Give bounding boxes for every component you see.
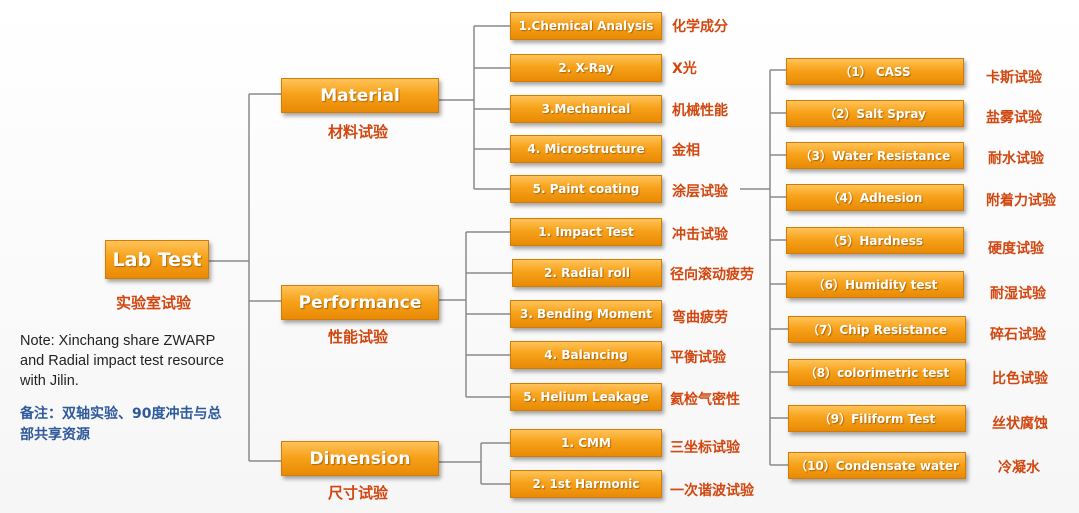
- coating-test-item: （4）Adhesion: [786, 184, 964, 211]
- coating-test-cn: 冷凝水: [998, 460, 1040, 476]
- dimension-item-cn: 一次谐波试验: [670, 483, 754, 499]
- coating-test-item: （6）Humidity test: [786, 271, 964, 298]
- coating-test-cn: 附着力试验: [986, 193, 1056, 209]
- coating-test-item: （5）Hardness: [786, 227, 964, 254]
- material-item-cn: 化学成分: [672, 19, 728, 35]
- material-item: 3.Mechanical: [510, 95, 662, 123]
- coating-test-label: （3）Water Resistance: [799, 149, 951, 163]
- dimension-item: 1. CMM: [510, 429, 662, 457]
- material-item: 1.Chemical Analysis: [510, 12, 662, 40]
- coating-test-item: （7）Chip Resistance: [788, 316, 966, 343]
- material-item-label: 3.Mechanical: [541, 102, 631, 116]
- performance-item-cn: 平衡试验: [670, 350, 726, 366]
- performance-item-label: 4. Balancing: [544, 348, 628, 362]
- dimension-label: Dimension: [309, 448, 411, 469]
- lab-test-cn-label: 实验室试验: [116, 294, 192, 312]
- dimension-item-label: 2. 1st Harmonic: [532, 477, 640, 491]
- material-item-label: 1.Chemical Analysis: [518, 19, 654, 33]
- coating-test-cn: 丝状腐蚀: [992, 416, 1048, 432]
- coating-test-label: （9）Filiform Test: [818, 412, 936, 426]
- coating-test-label: （2）Salt Spray: [824, 107, 926, 121]
- performance-item: 4. Balancing: [510, 341, 662, 369]
- coating-test-item: （1） CASS: [786, 58, 964, 85]
- coating-test-item: （3）Water Resistance: [786, 142, 964, 169]
- material-label: Material: [320, 85, 400, 106]
- performance-item-label: 5. Helium Leakage: [523, 390, 649, 404]
- dimension-item-label: 1. CMM: [561, 436, 611, 450]
- note-english: Note: Xinchang share ZWARP and Radial im…: [20, 333, 224, 389]
- performance-item: 3. Bending Moment: [510, 300, 662, 328]
- performance-item-cn: 冲击试验: [672, 227, 728, 243]
- coating-test-label: （8）colorimetric test: [804, 366, 950, 380]
- dimension-cn-label: 尺寸试验: [328, 484, 389, 502]
- material-item-cn: 机械性能: [672, 103, 728, 119]
- coating-test-label: （4）Adhesion: [827, 191, 923, 205]
- performance-item-label: 1. Impact Test: [538, 225, 634, 239]
- performance-item-cn: 氦检气密性: [670, 392, 740, 408]
- note-chinese: 备注：双轴实验、90度冲击与总部共享资源: [20, 406, 222, 443]
- material-item: 2. X-Ray: [510, 54, 662, 82]
- material-item: 4. Microstructure: [510, 135, 662, 163]
- performance-label: Performance: [298, 292, 422, 313]
- dimension-node: Dimension: [281, 441, 439, 476]
- performance-item-label: 2. Radial roll: [544, 266, 630, 280]
- performance-item-cn: 径向滚动疲劳: [670, 267, 754, 283]
- coating-test-label: （5）Hardness: [827, 234, 923, 248]
- coating-test-label: （6）Humidity test: [812, 278, 938, 292]
- coating-test-label: （10）Condensate water: [795, 459, 959, 473]
- performance-item: 5. Helium Leakage: [510, 383, 662, 411]
- coating-test-cn: 碎石试验: [990, 327, 1046, 343]
- coating-test-item: （8）colorimetric test: [788, 359, 966, 386]
- lab-test-label: Lab Test: [112, 248, 202, 271]
- coating-test-label: （1） CASS: [839, 65, 911, 79]
- coating-test-cn: 盐雾试验: [986, 110, 1042, 126]
- coating-test-cn: 硬度试验: [988, 241, 1044, 257]
- material-node: Material: [281, 78, 439, 113]
- material-item-cn: 金相: [672, 143, 700, 159]
- material-cn-label: 材料试验: [328, 123, 389, 141]
- dimension-item-cn: 三坐标试验: [670, 440, 740, 456]
- dimension-item: 2. 1st Harmonic: [510, 470, 662, 498]
- performance-item: 1. Impact Test: [510, 218, 662, 246]
- performance-item-label: 3. Bending Moment: [519, 307, 653, 321]
- material-item-cn: 涂层试验: [672, 184, 728, 200]
- material-item-label: 4. Microstructure: [527, 142, 645, 156]
- coating-test-cn: 卡斯试验: [986, 70, 1042, 86]
- coating-test-item: （9）Filiform Test: [788, 405, 966, 432]
- lab-test-node: Lab Test: [105, 240, 209, 279]
- coating-test-item: （2）Salt Spray: [786, 100, 964, 127]
- performance-node: Performance: [281, 285, 439, 320]
- material-item: 5. Paint coating: [510, 175, 662, 203]
- coating-test-label: （7）Chip Resistance: [807, 323, 947, 337]
- coating-test-cn: 耐湿试验: [990, 286, 1046, 302]
- material-item-label: 5. Paint coating: [532, 182, 640, 196]
- material-item-label: 2. X-Ray: [558, 61, 614, 75]
- coating-test-item: （10）Condensate water: [788, 452, 966, 479]
- performance-item-cn: 弯曲疲劳: [672, 310, 728, 326]
- performance-item: 2. Radial roll: [512, 259, 662, 287]
- performance-cn-label: 性能试验: [328, 328, 389, 346]
- material-item-cn: X光: [672, 61, 697, 77]
- coating-test-cn: 耐水试验: [988, 151, 1044, 167]
- coating-test-cn: 比色试验: [992, 371, 1048, 387]
